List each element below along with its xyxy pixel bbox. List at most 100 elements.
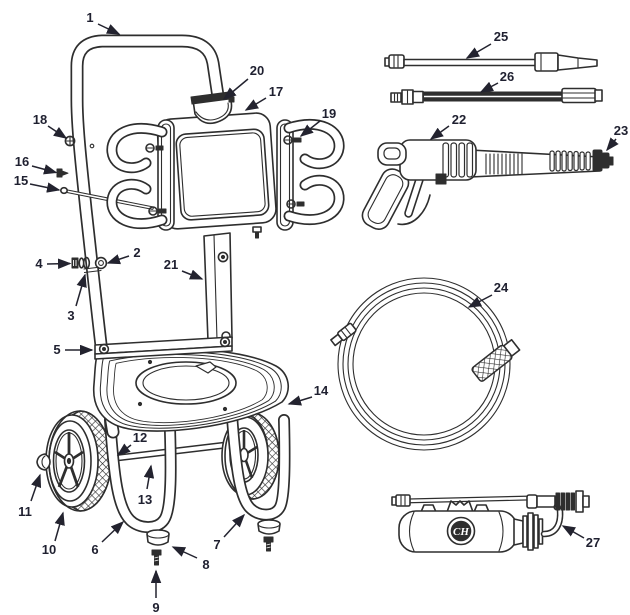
high-pressure-hose bbox=[330, 277, 521, 451]
callout-6-label: 6 bbox=[91, 542, 98, 557]
callout-8-label: 8 bbox=[202, 557, 209, 572]
callout-16-label: 16 bbox=[15, 154, 29, 169]
callout-7: 7 bbox=[213, 513, 246, 552]
callout-20-label: 20 bbox=[250, 63, 264, 78]
callout-13-label: 13 bbox=[138, 492, 152, 507]
pump-connector bbox=[526, 490, 590, 513]
callout-5-label: 5 bbox=[53, 342, 60, 357]
callout-27-label: 27 bbox=[586, 535, 600, 550]
gun-coupler-23 bbox=[592, 149, 614, 172]
right-leg bbox=[226, 410, 291, 521]
left-wheel bbox=[45, 410, 112, 512]
cart-assembly bbox=[36, 34, 345, 566]
callout-21: 21 bbox=[164, 257, 204, 280]
lance-nozzle bbox=[384, 52, 598, 72]
screw-18 bbox=[64, 135, 76, 147]
callout-24: 24 bbox=[467, 280, 509, 308]
callout-14-label: 14 bbox=[314, 383, 329, 398]
callout-13: 13 bbox=[138, 464, 155, 507]
callout-1: 1 bbox=[86, 10, 121, 35]
callout-21-label: 21 bbox=[164, 257, 178, 272]
callout-3: 3 bbox=[67, 273, 87, 323]
tray-crossbar bbox=[94, 336, 233, 360]
brand-logo-monogram: CH bbox=[453, 526, 469, 538]
thumb-loop bbox=[377, 142, 407, 166]
callout-27: 27 bbox=[561, 525, 600, 550]
callout-11: 11 bbox=[18, 473, 42, 519]
filler-cap bbox=[190, 91, 235, 125]
trigger-guard bbox=[397, 194, 431, 226]
callout-10: 10 bbox=[42, 511, 65, 557]
callout-18-label: 18 bbox=[33, 112, 47, 127]
callout-20: 20 bbox=[222, 63, 264, 100]
callout-25-label: 25 bbox=[494, 29, 508, 44]
spacer-ring bbox=[94, 256, 108, 270]
callout-25: 25 bbox=[465, 29, 508, 59]
plate-screws bbox=[145, 135, 305, 216]
screw-16 bbox=[56, 168, 69, 178]
callout-9: 9 bbox=[150, 569, 162, 615]
callout-2: 2 bbox=[106, 245, 141, 265]
callout-15-label: 15 bbox=[14, 173, 28, 188]
callout-23: 23 bbox=[606, 123, 628, 152]
callout-3-label: 3 bbox=[67, 308, 74, 323]
callout-12-label: 12 bbox=[133, 430, 147, 445]
pump-assembly: CH bbox=[391, 490, 590, 553]
barrel-ribs bbox=[485, 153, 523, 175]
callout-18: 18 bbox=[33, 112, 68, 139]
hose-hook-right bbox=[283, 118, 345, 226]
callout-26-label: 26 bbox=[500, 69, 514, 84]
callout-22-label: 22 bbox=[452, 112, 466, 127]
frame-bolt-set bbox=[71, 256, 108, 270]
callout-1-label: 1 bbox=[86, 10, 93, 25]
callout-17: 17 bbox=[244, 84, 283, 111]
callout-4-label: 4 bbox=[35, 256, 43, 271]
left-foot bbox=[146, 529, 170, 546]
callout-8: 8 bbox=[171, 546, 210, 572]
hose-hook-left bbox=[106, 122, 168, 230]
coupler-ribs bbox=[549, 150, 591, 172]
safety-button bbox=[435, 173, 447, 185]
callout-14: 14 bbox=[287, 383, 329, 406]
callouts: 1 2 3 4 5 6 7 8 9 10 11 12 13 14 15 16 1… bbox=[14, 10, 628, 615]
hubcap bbox=[36, 453, 51, 471]
callout-23-label: 23 bbox=[614, 123, 628, 138]
extension-lance bbox=[390, 87, 603, 105]
right-foot bbox=[257, 519, 281, 552]
callout-4: 4 bbox=[35, 256, 72, 271]
pump-mount-center bbox=[446, 500, 474, 513]
callout-24-label: 24 bbox=[494, 280, 509, 295]
tank-drain-bolt bbox=[252, 226, 262, 239]
callout-9-label: 9 bbox=[152, 600, 159, 615]
pail-recess bbox=[135, 361, 237, 405]
spray-gun bbox=[361, 139, 614, 230]
callout-26: 26 bbox=[479, 69, 514, 93]
callout-5: 5 bbox=[53, 342, 94, 357]
left-leg bbox=[104, 414, 177, 534]
callout-15: 15 bbox=[14, 173, 61, 193]
callout-22: 22 bbox=[429, 112, 466, 140]
tray bbox=[92, 347, 289, 432]
callout-6: 6 bbox=[91, 520, 125, 557]
hose-grip-fitting bbox=[471, 338, 521, 382]
callout-11-label: 11 bbox=[18, 504, 32, 519]
body-ribs bbox=[442, 142, 474, 178]
hose-end-fitting bbox=[330, 322, 357, 347]
callout-10-label: 10 bbox=[42, 542, 56, 557]
callout-19: 19 bbox=[299, 106, 336, 137]
callout-2-label: 2 bbox=[133, 245, 140, 260]
callout-17-label: 17 bbox=[269, 84, 283, 99]
callout-12: 12 bbox=[116, 430, 147, 456]
hook-plate-right bbox=[276, 119, 294, 231]
pail-notch bbox=[195, 361, 217, 374]
callout-19-label: 19 bbox=[322, 106, 336, 121]
pump-rod-coupler bbox=[391, 494, 411, 507]
foot-bolt bbox=[151, 549, 162, 566]
washer-large bbox=[82, 256, 91, 270]
callout-16: 16 bbox=[15, 154, 58, 175]
outlet-flange bbox=[522, 512, 544, 551]
callout-7-label: 7 bbox=[213, 537, 220, 552]
center-post bbox=[203, 232, 233, 342]
